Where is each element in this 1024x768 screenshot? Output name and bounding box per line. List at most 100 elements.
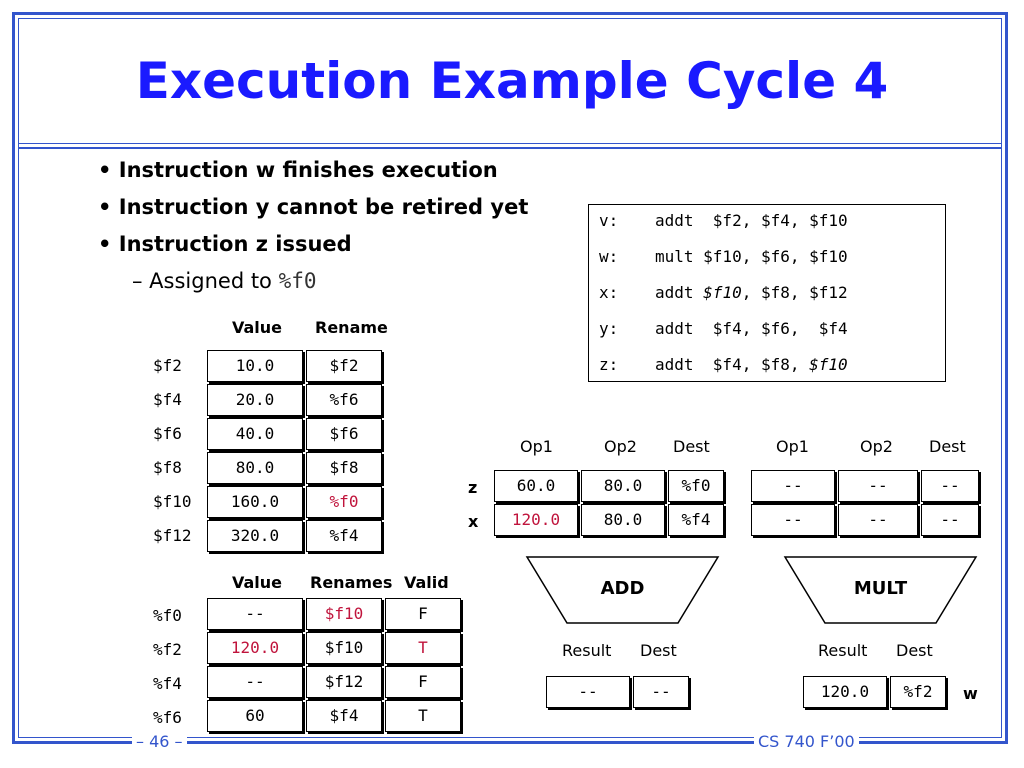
reg-value-cell: 160.0	[207, 486, 303, 518]
mult-op1-cell: --	[751, 504, 835, 536]
bullet-dot: •	[98, 232, 112, 256]
page-number: – 46 –	[132, 732, 187, 751]
footer-rule-left	[18, 741, 128, 744]
phys-value-cell: --	[207, 666, 303, 698]
phys-valid-cell: F	[385, 598, 461, 630]
mult-header-op2: Op2	[860, 437, 893, 456]
reg-value-cell: 80.0	[207, 452, 303, 484]
code-line: z: addt $f4, $f8, $f10	[599, 355, 848, 374]
phys-valid-cell: T	[385, 700, 461, 732]
phys-renames-cell: $f10	[306, 598, 382, 630]
add-row-tag: x	[468, 512, 479, 531]
phys-reg-name: %f2	[153, 640, 182, 659]
bullet-dot: •	[98, 195, 112, 219]
mult-result-cell: 120.0	[803, 676, 887, 708]
mult-op2-cell: --	[838, 504, 918, 536]
bullet-item: • Instruction z issued	[98, 232, 528, 269]
mult-dest-header: Dest	[896, 641, 933, 660]
phys-reg-name: %f6	[153, 708, 182, 727]
sub-bullet: – Assigned to %f0	[98, 269, 528, 293]
add-dest-cell: %f4	[668, 504, 724, 536]
reg-rename-cell: %f4	[306, 520, 382, 552]
code-text: , $f8, $f12	[741, 283, 848, 302]
mult-header-dest: Dest	[929, 437, 966, 456]
add-header-op2: Op2	[604, 437, 637, 456]
phys-value-cell: 60	[207, 700, 303, 732]
code-line: y:addt $f4, $f6, $f4	[599, 319, 848, 338]
phys-reg-name: %f0	[153, 606, 182, 625]
add-dest-cell: --	[633, 676, 689, 708]
reg-header-value: Value	[232, 318, 283, 337]
add-result-header: Result	[562, 641, 612, 660]
reg-value-cell: 10.0	[207, 350, 303, 382]
phys-header-renames: Renames	[310, 573, 393, 592]
reg-name: $f12	[153, 526, 192, 545]
mult-op1-cell: --	[751, 470, 835, 502]
code-text: addt $f4, $f8,	[655, 355, 810, 374]
phys-valid-cell: F	[385, 666, 461, 698]
phys-header-value: Value	[232, 573, 283, 592]
mult-op2-cell: --	[838, 470, 918, 502]
mult-header-op1: Op1	[776, 437, 809, 456]
code-label: w:	[599, 247, 619, 266]
code-label: z:	[599, 355, 619, 374]
reg-name: $f4	[153, 390, 182, 409]
code-label: y:	[599, 319, 619, 338]
mult-unit-shape	[783, 556, 978, 624]
instruction-listing: v: addt $f2, $f4, $f10 w:mult $f10, $f6, …	[588, 204, 946, 382]
add-result-cell: --	[546, 676, 630, 708]
reg-name: $f6	[153, 424, 182, 443]
phys-value-cell: --	[207, 598, 303, 630]
reg-rename-cell: %f0	[306, 486, 382, 518]
title-divider-thick	[18, 147, 1002, 149]
code-emphasis: $f10	[809, 355, 848, 374]
reg-name: $f10	[153, 492, 192, 511]
slide-title: Execution Example Cycle 4	[135, 52, 889, 110]
reg-rename-cell: %f6	[306, 384, 382, 416]
title-divider	[18, 143, 1002, 144]
mult-unit-label: MULT	[853, 578, 908, 599]
add-unit-label: ADD	[600, 578, 645, 599]
bullet-text: Instruction z issued	[118, 232, 352, 256]
mult-result-tag: w	[963, 684, 978, 703]
sub-bullet-text: – Assigned to	[132, 269, 279, 293]
phys-value-cell: 120.0	[207, 632, 303, 664]
footer-rule-mid	[200, 741, 750, 744]
add-trapezoid	[525, 556, 720, 624]
phys-header-valid: Valid	[404, 573, 449, 592]
add-header-dest: Dest	[673, 437, 710, 456]
code-text: addt	[655, 283, 704, 302]
reg-rename-cell: $f2	[306, 350, 382, 382]
phys-renames-cell: $f10	[306, 632, 382, 664]
reg-rename-cell: $f8	[306, 452, 382, 484]
reg-name: $f2	[153, 356, 182, 375]
mult-trapezoid	[783, 556, 978, 624]
bullet-item: • Instruction y cannot be retired yet	[98, 195, 528, 232]
add-op2-cell: 80.0	[581, 504, 665, 536]
code-text: addt $f2, $f4, $f10	[655, 211, 848, 230]
mult-dest-cell: %f2	[890, 676, 946, 708]
footer-rule-right	[880, 741, 1002, 744]
bullet-text: Instruction y cannot be retired yet	[118, 195, 529, 219]
bullet-text: Instruction w finishes execution	[118, 158, 498, 182]
code-line: x:addt $f10, $f8, $f12	[599, 283, 848, 302]
bullet-dot: •	[98, 158, 112, 182]
phys-renames-cell: $f12	[306, 666, 382, 698]
code-emphasis: $f10	[703, 283, 742, 302]
add-op1-cell: 120.0	[494, 504, 578, 536]
add-dest-cell: %f0	[668, 470, 724, 502]
code-label: v:	[599, 211, 619, 230]
phys-valid-cell: T	[385, 632, 461, 664]
add-dest-header: Dest	[640, 641, 677, 660]
mult-dest-cell: --	[921, 470, 979, 502]
slide-frame-inner	[18, 18, 1002, 738]
code-line: w:mult $f10, $f6, $f10	[599, 247, 848, 266]
sub-bullet-reg: %f0	[278, 269, 317, 293]
phys-reg-name: %f4	[153, 674, 182, 693]
add-row-tag: z	[468, 478, 478, 497]
phys-renames-cell: $f4	[306, 700, 382, 732]
bullet-item: • Instruction w finishes execution	[98, 158, 528, 195]
add-op1-cell: 60.0	[494, 470, 578, 502]
add-unit-shape	[525, 556, 720, 624]
add-header-op1: Op1	[520, 437, 553, 456]
